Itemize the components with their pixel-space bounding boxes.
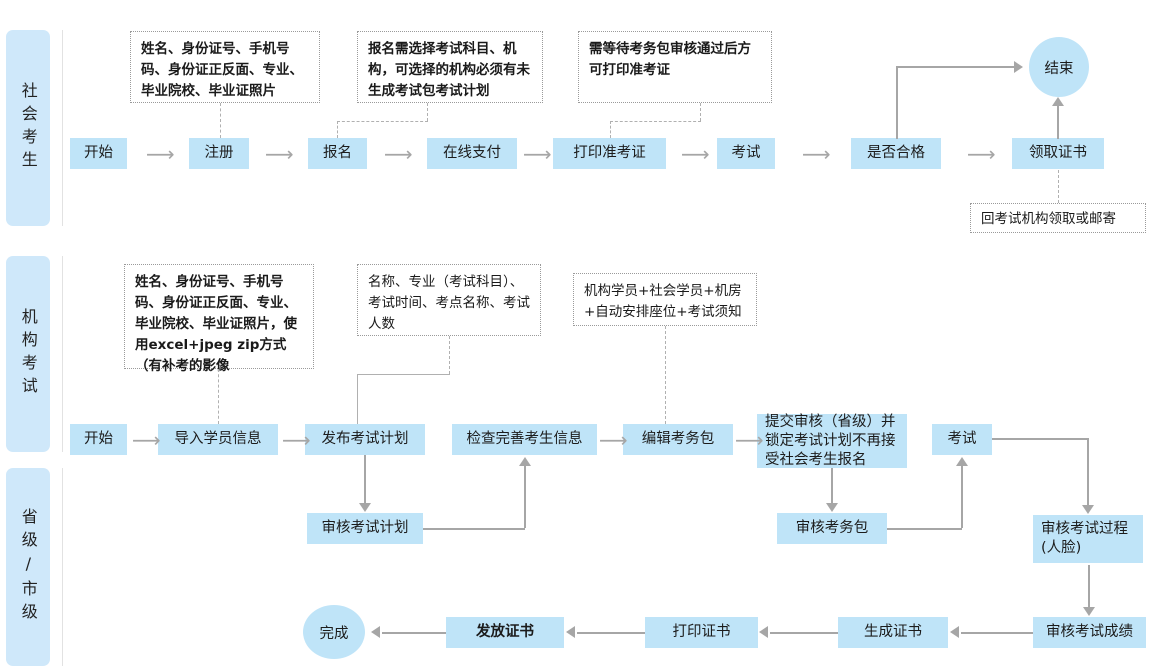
leader-signup-note-c [337,121,338,138]
leader-print-note-b [610,121,701,122]
lane-province-city: 省级/市级 [6,468,50,666]
note-package-fields: 机构学员+社会学员+机房+自动安排座位+考试须知 [573,273,757,326]
node-r3-finish[interactable]: 完成 [303,605,365,659]
conn-getcert-end-vertical [1057,105,1059,139]
conn-reviewplan-check-vertical [524,466,526,528]
node-r2-exam[interactable]: 考试 [932,424,992,455]
arrow-r1-printticket-exam: ⟶ [681,142,710,166]
conn-publish-reviewplan [364,455,366,503]
conn-reviewpackage-exam-horizontal [887,528,962,530]
node-r2-submit-lock[interactable]: 提交审核（省级）并锁定考试计划不再接受社会考生报名 [757,414,907,468]
arrowhead-issuecert-finish [371,626,380,638]
lane-divider-bottom [62,468,63,666]
node-r3-review-score[interactable]: 审核考试成绩 [1033,617,1146,648]
node-r2-start[interactable]: 开始 [70,424,127,455]
note-plan-fields: 名称、专业（考试科目）、考试时间、考点名称、考试人数 [357,264,541,336]
node-r3-issue-cert[interactable]: 发放证书 [446,617,564,648]
leader-package-note [665,326,666,424]
arrow-r1-exam-qualified: ⟶ [802,142,831,166]
lane-social-candidate-label: 社会考生 [18,82,38,174]
conn-exam-reviewprocess-vertical [1087,438,1089,506]
leader-register-note [220,103,221,138]
leader-signup-note-b [337,121,428,122]
node-r3-gen-cert[interactable]: 生成证书 [838,617,948,648]
leader-import-note [218,369,219,424]
arrowhead-gencert-printcert [759,626,768,638]
arrow-r2-import-publish: ⟶ [282,428,311,452]
conn-gencert-printcert [770,632,838,634]
lane-social-candidate: 社会考生 [6,30,50,226]
arrowhead-submit-reviewpackage [826,503,838,512]
node-r2-review-plan[interactable]: 审核考试计划 [307,513,423,544]
node-r2-publish-plan[interactable]: 发布考试计划 [305,424,425,455]
conn-qualified-end-vertical [896,67,898,139]
arrowhead-reviewpackage-exam [956,457,968,466]
node-r1-qualified[interactable]: 是否合格 [851,138,941,169]
arrow-r1-start-register: ⟶ [146,142,175,166]
arrowhead-reviewprocess-reviewscore [1083,607,1095,616]
arrowhead-exam-reviewprocess [1082,505,1094,514]
conn-submit-reviewpackage [831,468,833,504]
conn-reviewplan-check-horizontal [423,528,525,530]
node-r2-review-process[interactable]: 审核考试过程(人脸) [1033,515,1143,563]
leader-signup-note-a [427,103,428,121]
note-signup-rule: 报名需选择考试科目、机构，可选择的机构必须有未生成考试包考试计划 [357,31,543,103]
node-r1-exam[interactable]: 考试 [717,138,775,169]
node-r2-check-candidates[interactable]: 检查完善考生信息 [452,424,597,455]
node-r2-import-students[interactable]: 导入学员信息 [158,424,278,455]
node-r3-print-cert[interactable]: 打印证书 [645,617,758,648]
lane-divider-top [62,30,63,226]
note-register-fields: 姓名、身份证号、手机号码、身份证正反面、专业、毕业院校、毕业证照片 [130,31,320,103]
node-r2-edit-package[interactable]: 编辑考务包 [623,424,733,455]
conn-reviewprocess-reviewscore [1088,565,1090,608]
leader-print-note-c [610,121,611,138]
arrow-r1-qualified-getcert: ⟶ [967,142,996,166]
arrow-r1-register-signup: ⟶ [265,142,294,166]
arrow-r2-start-import: ⟶ [132,428,161,452]
arrowhead-qualified-end [1014,61,1023,73]
arrowhead-printcert-issuecert [566,626,575,638]
conn-issuecert-finish [382,632,446,634]
conn-printcert-issuecert [577,632,645,634]
arrowhead-reviewplan-check [519,457,531,466]
node-r1-start[interactable]: 开始 [70,138,127,169]
conn-reviewpackage-exam-vertical [961,466,963,528]
arrow-r2-editpackage-submit: ⟶ [735,428,764,452]
conn-exam-reviewprocess-horizontal [992,438,1088,440]
node-r1-print-ticket[interactable]: 打印准考证 [553,138,666,169]
arrowhead-publish-reviewplan [359,503,371,512]
arrowhead-reviewscore-gencert [950,626,959,638]
note-cert-delivery: 回考试机构领取或邮寄 [970,203,1146,233]
note-print-rule: 需等待考务包审核通过后方可打印准考证 [578,31,772,103]
leader-plan-note-b [357,374,450,375]
leader-plan-note-c [357,374,358,424]
lane-divider-middle [62,256,63,452]
arrow-r2-check-editpackage: ⟶ [599,428,628,452]
leader-print-note-a [700,103,701,121]
leader-cert-delivery-note [1058,170,1059,203]
node-r1-get-cert[interactable]: 领取证书 [1012,138,1104,169]
node-r1-end[interactable]: 结束 [1029,37,1089,97]
conn-reviewscore-gencert [961,632,1033,634]
arrowhead-getcert-end [1052,97,1064,106]
node-r1-register[interactable]: 注册 [189,138,249,169]
lane-institution-exam-label: 机构考试 [18,308,38,400]
node-r1-signup[interactable]: 报名 [308,138,367,169]
lane-province-city-label: 省级/市级 [18,508,38,626]
note-import-fields: 姓名、身份证号、手机号码、身份证正反面、专业、毕业院校、毕业证照片，使用exce… [124,264,314,374]
leader-plan-note-a [449,336,450,374]
conn-qualified-end-horizontal [896,66,1014,68]
node-r2-review-package[interactable]: 审核考务包 [777,513,887,544]
node-r1-online-pay[interactable]: 在线支付 [427,138,517,169]
arrow-r1-signup-pay: ⟶ [384,142,413,166]
lane-institution-exam: 机构考试 [6,256,50,452]
arrow-r1-pay-printticket: ⟶ [523,142,552,166]
